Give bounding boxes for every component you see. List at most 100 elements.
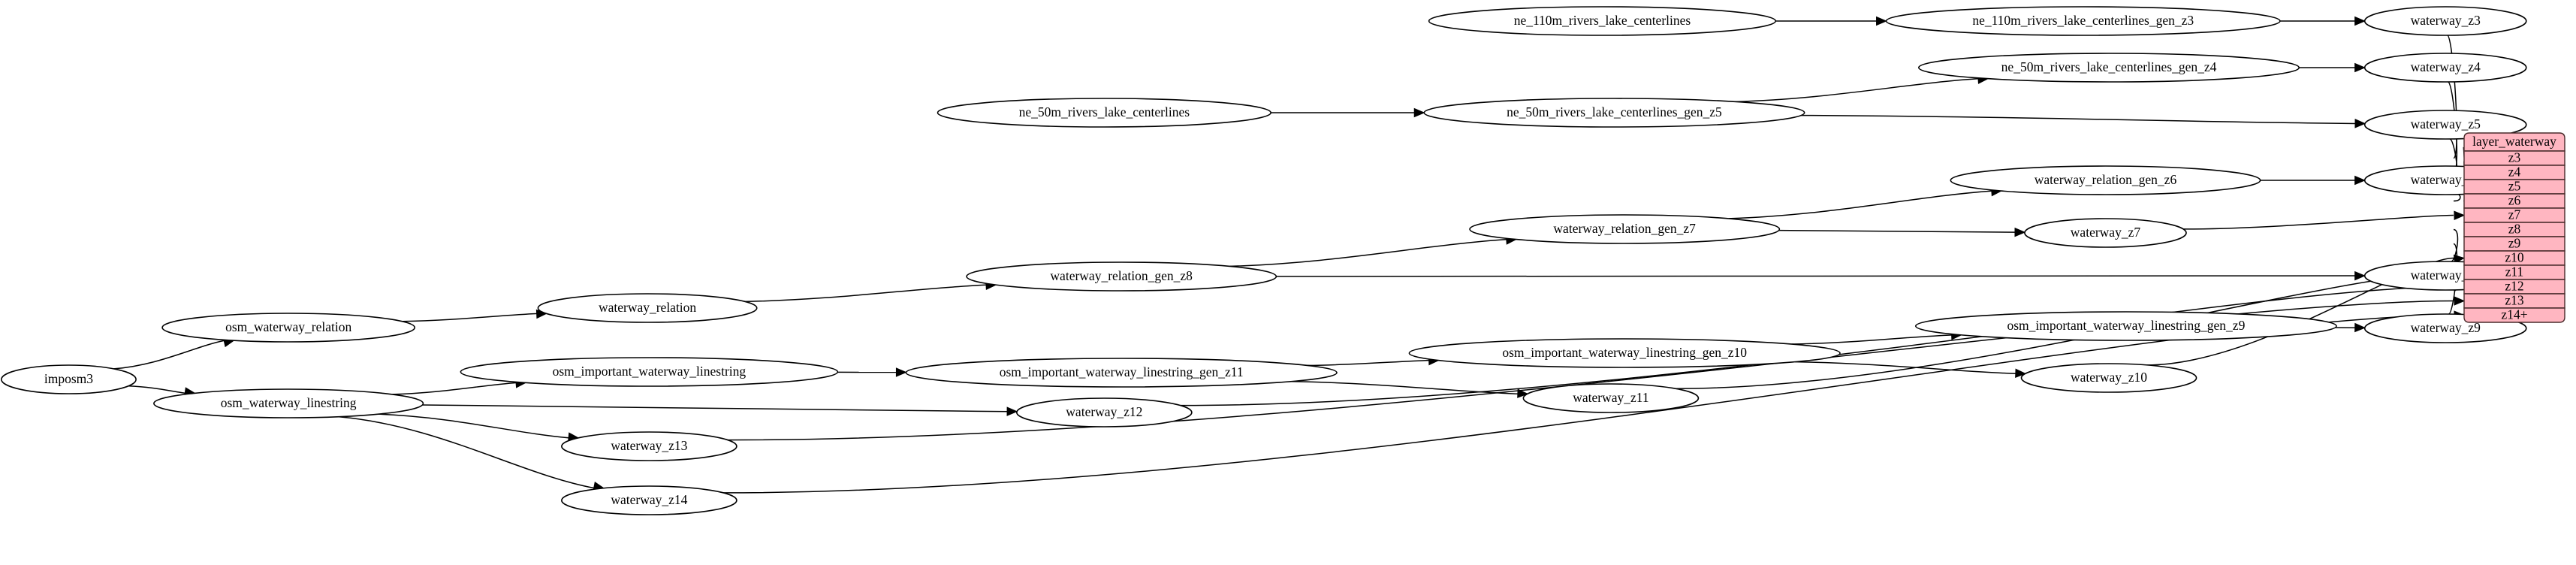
arrowhead-osm_important_waterway_linestring_gen_z11 [1517, 388, 1529, 398]
node-label-imposm3: imposm3 [44, 371, 93, 386]
table-row-label-z4: z4 [2508, 165, 2521, 180]
node-label-waterway_z6: waterway_z6 [2411, 172, 2481, 187]
node-waterway_z10[interactable]: waterway_z10 [2020, 363, 2197, 393]
node-osm_important_waterway_linestring_gen_z11[interactable]: osm_important_waterway_linestring_gen_z1… [905, 358, 1338, 388]
node-waterway_z7[interactable]: waterway_z7 [2024, 218, 2187, 248]
arrowhead-osm_waterway_linestring [1006, 406, 1018, 416]
node-waterway_z13[interactable]: waterway_z13 [561, 431, 738, 461]
table-row-label-z3: z3 [2508, 150, 2521, 165]
table-row-label-z10: z10 [2505, 250, 2524, 265]
node-waterway_relation_gen_z6[interactable]: waterway_relation_gen_z6 [1950, 165, 2261, 195]
arrowhead-ne_110m_rivers_lake_centerlines_gen_z3 [2354, 16, 2366, 26]
table-row-label-z12: z12 [2505, 279, 2523, 294]
table-header-label: layer_waterway [2472, 134, 2556, 149]
table-row-label-z6: z6 [2508, 193, 2521, 208]
edge-osm_important_waterway_linestring_gen_z11-to-osm_important_waterway_linestring_gen_z10 [1307, 359, 1430, 367]
edge-osm_waterway_linestring-to-waterway_z12 [422, 404, 1009, 412]
edge-imposm3-to-osm_waterway_linestring [128, 385, 186, 394]
node-label-waterway_z10: waterway_z10 [2071, 370, 2147, 385]
node-osm_waterway_linestring[interactable]: osm_waterway_linestring [153, 388, 424, 418]
layer-waterway-table: layer_waterwayz3z4z5z6z7z8z9z10z11z12z13… [2463, 132, 2565, 323]
node-ne_110m_rivers_lake_centerlines_gen_z3[interactable]: ne_110m_rivers_lake_centerlines_gen_z3 [1885, 6, 2281, 36]
node-waterway_z4[interactable]: waterway_z4 [2363, 53, 2527, 83]
arrowhead-waterway_z13 [2454, 296, 2466, 306]
arrowhead-waterway_z7 [2454, 210, 2466, 220]
node-waterway_z5[interactable]: waterway_z5 [2363, 110, 2527, 140]
table-row-label-z5: z5 [2508, 179, 2521, 194]
node-shape-waterway_z5 [2363, 110, 2527, 140]
node-ne_50m_rivers_lake_centerlines_gen_z5[interactable]: ne_50m_rivers_lake_centerlines_gen_z5 [1423, 98, 1805, 128]
edge-ne_50m_rivers_lake_centerlines_gen_z5-to-ne_50m_rivers_lake_centerlines_gen_z4 [1735, 77, 1980, 103]
nodes-layer: imposm3 osm_waterway_relation osm_waterway… [1, 6, 2527, 515]
node-label-waterway_z8: waterway_z8 [2411, 267, 2481, 282]
edge-osm_waterway_linestring-to-waterway_z13 [378, 413, 570, 439]
arrowhead-waterway_relation_gen_z7 [2014, 227, 2026, 237]
node-label-osm_important_waterway_linestring_gen_z11: osm_important_waterway_linestring_gen_z1… [1000, 364, 1244, 379]
table-row-label-z8: z8 [2508, 222, 2521, 237]
node-label-waterway_z9: waterway_z9 [2411, 320, 2481, 335]
edge-osm_important_waterway_linestring_gen_z10-to-osm_important_waterway_linestring_gen_z9 [1791, 334, 1953, 345]
node-osm_waterway_relation[interactable]: osm_waterway_relation [161, 313, 416, 343]
node-shape-waterway_z10 [2020, 363, 2197, 393]
node-osm_important_waterway_linestring[interactable]: osm_important_waterway_linestring [460, 357, 839, 387]
node-label-osm_important_waterway_linestring_gen_z9: osm_important_waterway_linestring_gen_z9 [2007, 318, 2245, 333]
node-waterway_z11[interactable]: waterway_z11 [1522, 383, 1700, 413]
node-ne_110m_rivers_lake_centerlines[interactable]: ne_110m_rivers_lake_centerlines [1428, 6, 1777, 36]
node-osm_important_waterway_linestring_gen_z9[interactable]: osm_important_waterway_linestring_gen_z9 [1914, 311, 2337, 341]
edge-waterway_relation_gen_z7-to-waterway_relation_gen_z6 [1728, 190, 1992, 219]
node-shape-osm_important_waterway_linestring_gen_z10 [1408, 338, 1841, 368]
arrowhead-waterway_relation_gen_z8 [2354, 270, 2366, 281]
table-row-label-z13: z13 [2505, 293, 2524, 308]
table-row-label-z11: z11 [2505, 264, 2524, 279]
node-label-waterway_z3: waterway_z3 [2411, 13, 2481, 28]
node-ne_50m_rivers_lake_centerlines_gen_z4[interactable]: ne_50m_rivers_lake_centerlines_gen_z4 [1918, 53, 2300, 83]
node-shape-waterway_z4 [2363, 53, 2527, 83]
node-osm_important_waterway_linestring_gen_z10[interactable]: osm_important_waterway_linestring_gen_z1… [1408, 338, 1841, 368]
node-shape-osm_important_waterway_linestring_gen_z9 [1914, 311, 2337, 341]
node-shape-ne_50m_rivers_lake_centerlines_gen_z5 [1423, 98, 1805, 128]
edges-layer [113, 16, 2475, 494]
node-shape-waterway_relation [537, 293, 758, 323]
edge-waterway_z12-to-layer_waterway-z12 [1180, 286, 2454, 406]
table-header-cell [2463, 132, 2565, 152]
edge-waterway_z6-to-layer_waterway-z6 [2453, 194, 2461, 202]
node-label-ne_50m_rivers_lake_centerlines: ne_50m_rivers_lake_centerlines [1019, 104, 1190, 119]
node-waterway_relation_gen_z7[interactable]: waterway_relation_gen_z7 [1469, 214, 1781, 244]
node-shape-waterway_z14 [561, 485, 738, 515]
node-label-waterway_z11: waterway_z11 [1573, 390, 1648, 405]
node-label-waterway_relation_gen_z7: waterway_relation_gen_z7 [1553, 221, 1696, 236]
edge-waterway_relation_gen_z8-to-waterway_relation_gen_z7 [1229, 238, 1507, 267]
table-row-label-z9: z9 [2508, 236, 2521, 251]
node-shape-osm_important_waterway_linestring_gen_z11 [905, 358, 1338, 388]
arrowhead-ne_50m_rivers_lake_centerlines_gen_z4 [2354, 62, 2366, 73]
node-waterway_z14[interactable]: waterway_z14 [561, 485, 738, 515]
node-shape-waterway_z13 [561, 431, 738, 461]
arrowhead-osm_important_waterway_linestring [895, 367, 907, 377]
node-shape-waterway_z12 [1015, 397, 1193, 428]
node-label-waterway_z12: waterway_z12 [1066, 404, 1142, 419]
node-imposm3[interactable]: imposm3 [1, 364, 137, 394]
node-waterway_z12[interactable]: waterway_z12 [1015, 397, 1193, 428]
node-waterway_z3[interactable]: waterway_z3 [2363, 6, 2527, 36]
node-label-waterway_z14: waterway_z14 [611, 492, 687, 507]
node-waterway_relation_gen_z8[interactable]: waterway_relation_gen_z8 [966, 261, 1277, 292]
edge-osm_important_waterway_linestring_gen_z11-to-waterway_z11 [1290, 381, 1519, 394]
node-shape-waterway_z3 [2363, 6, 2527, 36]
node-waterway_relation[interactable]: waterway_relation [537, 293, 758, 323]
node-shape-ne_110m_rivers_lake_centerlines_gen_z3 [1885, 6, 2281, 36]
node-label-ne_50m_rivers_lake_centerlines_gen_z4: ne_50m_rivers_lake_centerlines_gen_z4 [2001, 59, 2217, 74]
table-row-z14+[interactable] [2463, 307, 2565, 323]
node-shape-ne_50m_rivers_lake_centerlines [937, 98, 1271, 128]
node-label-waterway_z13: waterway_z13 [611, 438, 687, 453]
edge-waterway_z13-to-layer_waterway-z13 [727, 300, 2454, 441]
table-row-label-z14+: z14+ [2501, 307, 2527, 322]
node-shape-waterway_relation_gen_z8 [966, 261, 1277, 292]
node-ne_50m_rivers_lake_centerlines[interactable]: ne_50m_rivers_lake_centerlines [937, 98, 1271, 128]
node-shape-waterway_relation_gen_z7 [1469, 214, 1781, 244]
node-label-waterway_relation_gen_z8: waterway_relation_gen_z8 [1050, 268, 1193, 283]
node-label-waterway_relation_gen_z6: waterway_relation_gen_z6 [2035, 172, 2177, 187]
node-shape-waterway_relation_gen_z6 [1950, 165, 2261, 195]
edge-waterway_z8-to-layer_waterway-z8 [2451, 228, 2459, 262]
